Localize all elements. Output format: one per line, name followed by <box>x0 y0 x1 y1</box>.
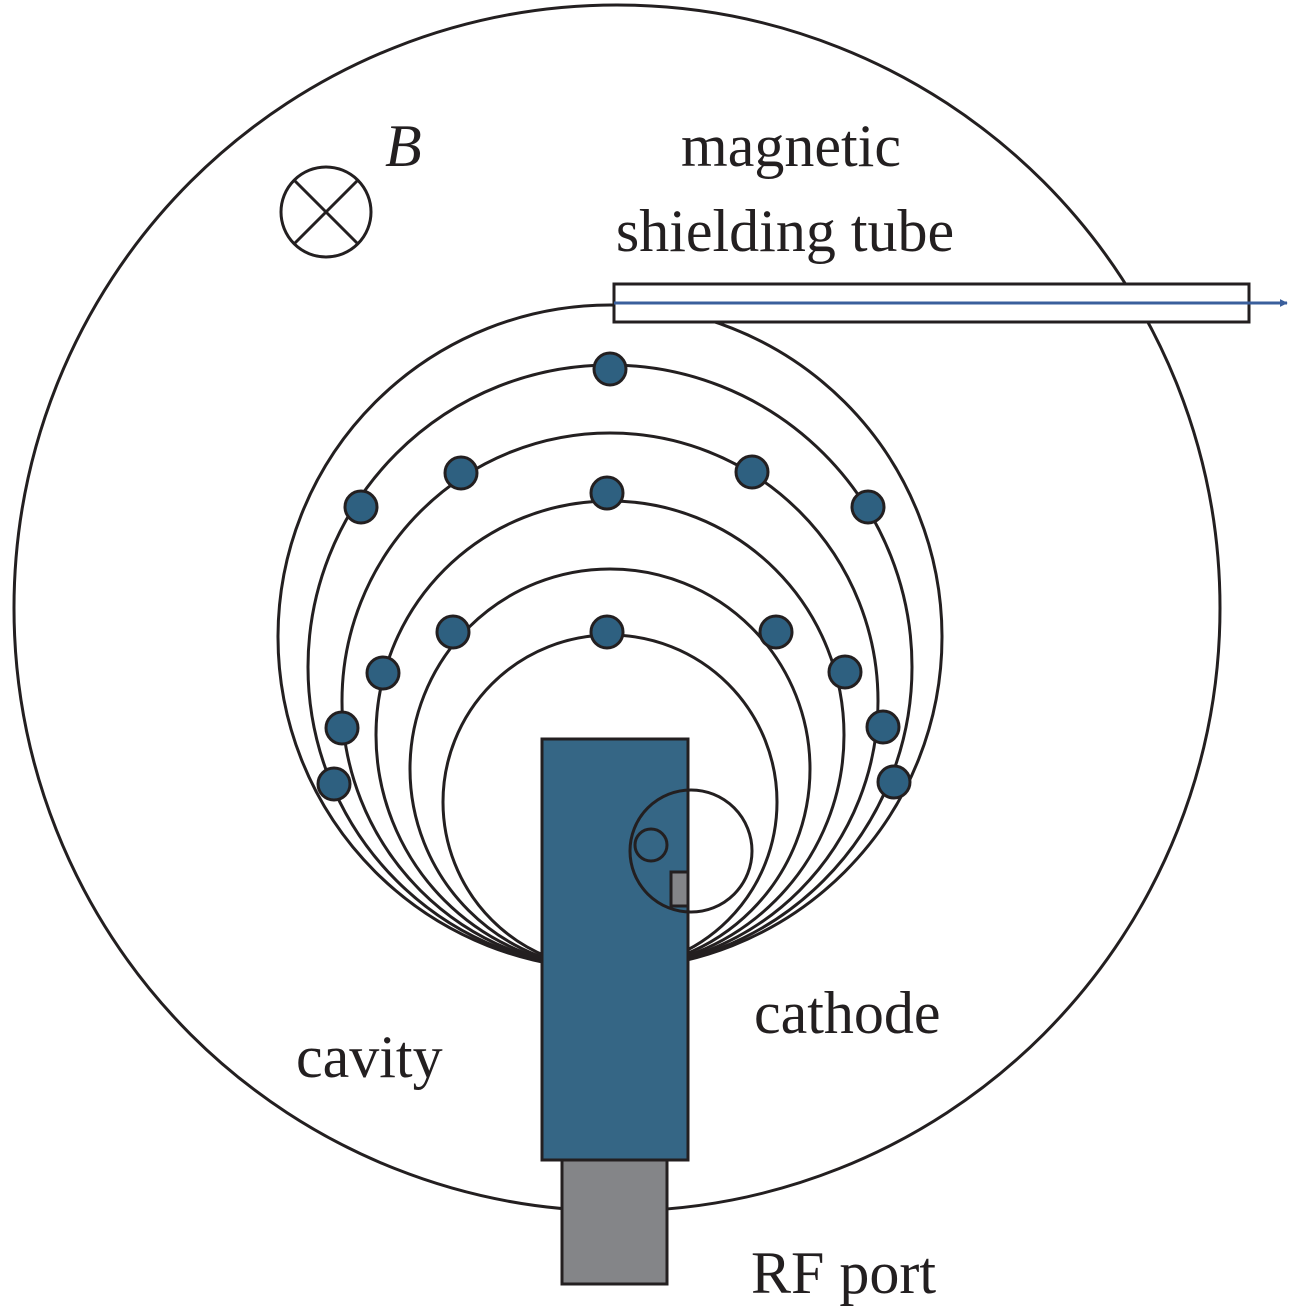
rf-port <box>560 1158 669 1286</box>
electron <box>443 455 479 491</box>
tube-label-line2: shielding tube <box>616 198 954 264</box>
cathode-block <box>540 737 690 1162</box>
cathode-label: cathode <box>754 980 941 1046</box>
emission-orbit <box>628 788 754 914</box>
emitter-site <box>669 870 690 908</box>
electron <box>827 654 863 690</box>
electron <box>316 766 352 802</box>
electron <box>850 489 886 525</box>
electron <box>589 614 625 650</box>
electron <box>734 454 770 490</box>
electron <box>343 489 379 525</box>
electron <box>435 614 471 650</box>
electron <box>592 351 628 387</box>
electron <box>324 710 360 746</box>
emitted-electron <box>633 827 669 863</box>
electron <box>865 709 901 745</box>
tube-label-line1: magnetic <box>681 113 901 179</box>
rf-port-label: RF port <box>751 1240 936 1306</box>
electron <box>876 764 912 800</box>
electrons <box>316 351 912 802</box>
electron <box>365 655 401 691</box>
electron <box>758 614 794 650</box>
field-symbol-label: B <box>385 113 422 179</box>
circle-cross-icon <box>279 165 373 259</box>
electron <box>589 475 625 511</box>
cavity-label: cavity <box>296 1024 443 1090</box>
